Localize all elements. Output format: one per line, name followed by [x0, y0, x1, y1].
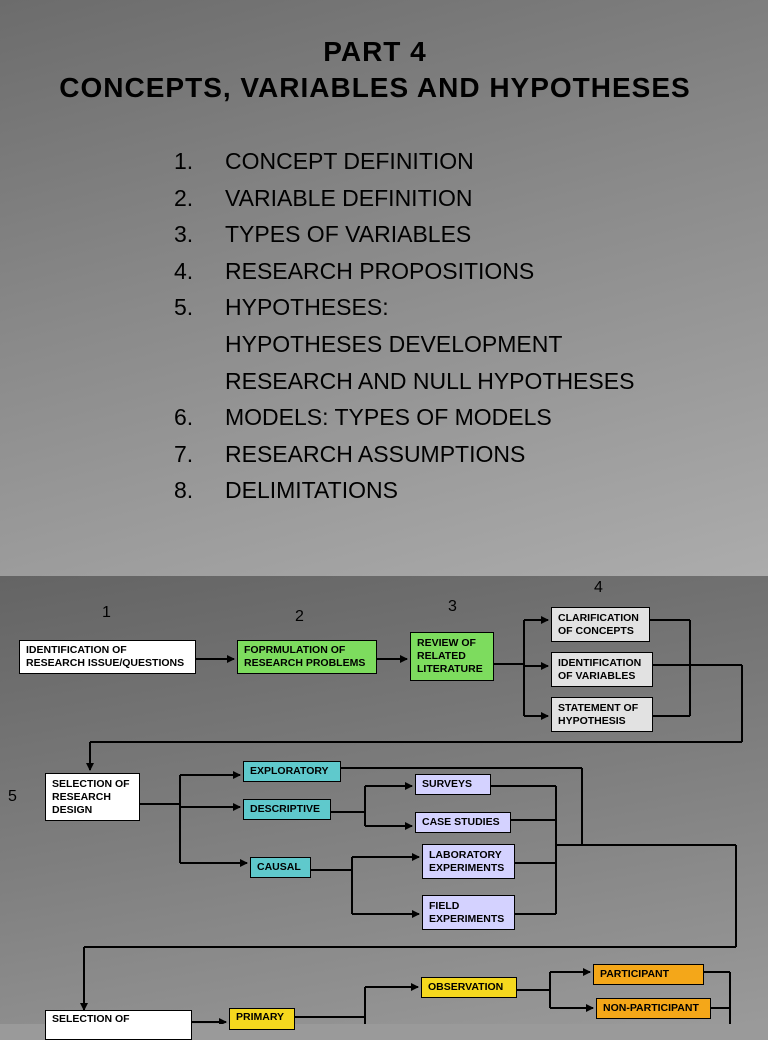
outline-item: 1. CONCEPT DEFINITION: [174, 146, 634, 183]
outline-number: 5.: [174, 294, 194, 321]
observation-box: OBSERVATION: [421, 977, 517, 998]
clarification-box: CLARIFICATION OF CONCEPTS: [551, 607, 650, 642]
outline-text: DELIMITATIONS: [225, 477, 398, 504]
outline-number: 2.: [174, 184, 194, 211]
step-number-1: 1: [102, 604, 111, 621]
identification-box: IDENTIFICATION OF RESEARCH ISSUE/QUESTIO…: [19, 640, 196, 674]
outline-text: VARIABLE DEFINITION: [225, 184, 473, 211]
outline-item: 7. RESEARCH ASSUMPTIONS: [174, 439, 634, 476]
case-studies-box: CASE STUDIES: [415, 812, 511, 833]
selection-design-box: SELECTION OF RESEARCH DESIGN: [45, 773, 140, 821]
step-number-4: 4: [594, 579, 603, 596]
primary-box: PRIMARY: [229, 1008, 295, 1030]
outline-number: 1.: [174, 148, 194, 174]
outline-list: 1. CONCEPT DEFINITION 2. VARIABLE DEFINITI…: [174, 146, 634, 512]
outline-item: 3. TYPES OF VARIABLES: [174, 219, 634, 256]
outline-item: HYPOTHESES DEVELOPMENT: [174, 329, 634, 366]
outline-text: RESEARCH ASSUMPTIONS: [225, 440, 526, 467]
non-participant-box: NON-PARTICIPANT: [596, 998, 711, 1019]
surveys-box: SURVEYS: [415, 774, 491, 795]
outline-item: 5. HYPOTHESES:: [174, 292, 634, 329]
outline-number: 8.: [174, 477, 194, 504]
statement-hypothesis-box: STATEMENT OF HYPOTHESIS: [551, 697, 653, 732]
outline-item: 4. RESEARCH PROPOSITIONS: [174, 256, 634, 293]
step-number-5: 5: [8, 788, 17, 805]
formulation-box: FOPRMULATION OF RESEARCH PROBLEMS: [237, 640, 377, 674]
outline-number: 4.: [174, 257, 194, 284]
outline-slide: PART 4 CONCEPTS, VARIABLES AND HYPOTHESE…: [0, 0, 768, 576]
step-number-2: 2: [295, 608, 304, 625]
outline-number: 6.: [174, 404, 194, 431]
outline-item: RESEARCH AND NULL HYPOTHESES: [174, 366, 634, 403]
step-number-3: 3: [448, 598, 457, 615]
outline-text: HYPOTHESES:: [225, 294, 389, 321]
exploratory-box: EXPLORATORY: [243, 761, 341, 782]
slide-title: CONCEPTS, VARIABLES AND HYPOTHESES: [59, 72, 691, 103]
outline-text: TYPES OF VARIABLES: [225, 221, 472, 248]
outline-text: CONCEPT DEFINITION: [225, 148, 474, 174]
descriptive-box: DESCRIPTIVE: [243, 799, 331, 820]
review-literature-box: REVIEW OF RELATED LITERATURE: [410, 632, 494, 681]
part-title: PART 4: [323, 36, 427, 67]
outline-text: RESEARCH AND NULL HYPOTHESES: [225, 367, 635, 394]
identification-variables-box: IDENTIFICATION OF VARIABLES: [551, 652, 653, 687]
causal-box: CAUSAL: [250, 857, 311, 878]
outline-item: 6. MODELS: TYPES OF MODELS: [174, 402, 634, 439]
field-experiments-box: FIELD EXPERIMENTS: [422, 895, 515, 930]
laboratory-experiments-box: LABORATORY EXPERIMENTS: [422, 844, 515, 879]
outline-item: 8. DELIMITATIONS: [174, 475, 634, 512]
selection-of-box: SELECTION OF: [45, 1010, 192, 1040]
outline-text: HYPOTHESES DEVELOPMENT: [225, 330, 563, 357]
outline-text: MODELS: TYPES OF MODELS: [225, 404, 552, 431]
outline-text: RESEARCH PROPOSITIONS: [225, 257, 535, 284]
outline-number: 3.: [174, 221, 194, 248]
outline-item: 2. VARIABLE DEFINITION: [174, 183, 634, 220]
outline-number: 7.: [174, 440, 194, 467]
participant-box: PARTICIPANT: [593, 964, 704, 985]
